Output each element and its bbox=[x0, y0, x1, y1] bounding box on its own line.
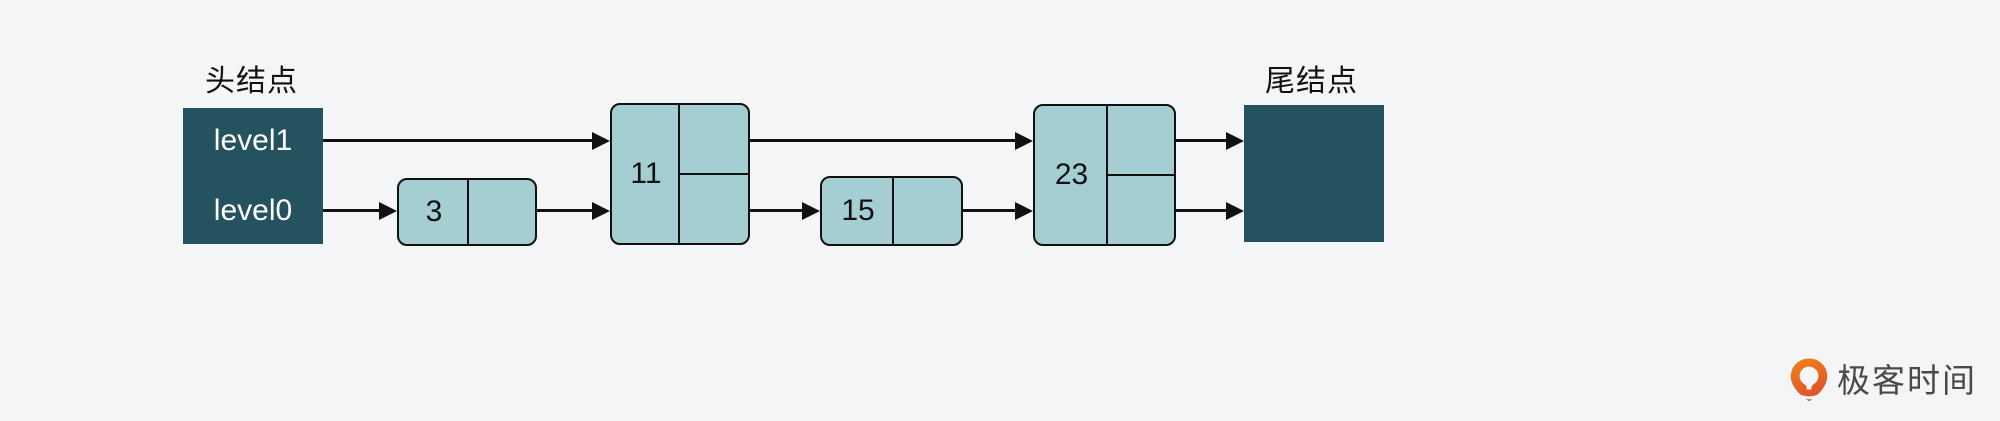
tail-node-caption: 尾结点 bbox=[1265, 65, 1358, 98]
arrowhead-23-to-tail-level1 bbox=[1226, 132, 1244, 150]
head-node-caption: 头结点 bbox=[205, 65, 298, 98]
link-head-to-11-level1 bbox=[323, 139, 592, 142]
node-key-23: 23 bbox=[1054, 158, 1089, 191]
arrowhead-head-to-3-level0 bbox=[379, 202, 397, 220]
node-key-3: 3 bbox=[425, 195, 443, 228]
link-11-to-23-level1 bbox=[750, 139, 1015, 142]
node-divider-horizontal bbox=[1106, 174, 1176, 176]
arrowhead-head-to-11-level1 bbox=[592, 132, 610, 150]
skiplist-node-11[interactable]: 11 bbox=[610, 103, 750, 245]
arrowhead-23-to-tail-level0 bbox=[1226, 202, 1244, 220]
geektime-pin-icon bbox=[1790, 358, 1828, 402]
arrowhead-3-to-11-level0 bbox=[592, 202, 610, 220]
node-divider-vertical bbox=[892, 176, 894, 246]
head-node-level0-cell[interactable]: level0 bbox=[183, 178, 323, 244]
brand-logo-text: 极客时间 bbox=[1837, 361, 1977, 399]
skiplist-node-3[interactable]: 3 bbox=[397, 178, 537, 246]
skiplist-node-15[interactable]: 15 bbox=[820, 176, 963, 246]
brand-logo: 极客时间 bbox=[1790, 358, 1977, 402]
head-node[interactable]: level1 level0 bbox=[183, 108, 323, 244]
link-23-to-tail-level1 bbox=[1176, 139, 1226, 142]
link-head-to-3-level0 bbox=[323, 209, 379, 212]
node-divider-vertical bbox=[467, 178, 469, 246]
arrowhead-11-to-15-level0 bbox=[802, 202, 820, 220]
link-15-to-23-level0 bbox=[963, 209, 1015, 212]
arrowhead-15-to-23-level0 bbox=[1015, 202, 1033, 220]
head-node-level1-cell[interactable]: level1 bbox=[183, 108, 323, 174]
node-key-11: 11 bbox=[630, 157, 662, 190]
skiplist-node-23[interactable]: 23 bbox=[1033, 104, 1176, 246]
node-key-15: 15 bbox=[841, 194, 875, 227]
link-23-to-tail-level0 bbox=[1176, 209, 1226, 212]
arrowhead-11-to-23-level1 bbox=[1015, 132, 1033, 150]
tail-node[interactable] bbox=[1244, 105, 1384, 242]
node-divider-horizontal bbox=[678, 173, 750, 175]
link-3-to-11-level0 bbox=[537, 209, 592, 212]
link-11-to-15-level0 bbox=[750, 209, 802, 212]
